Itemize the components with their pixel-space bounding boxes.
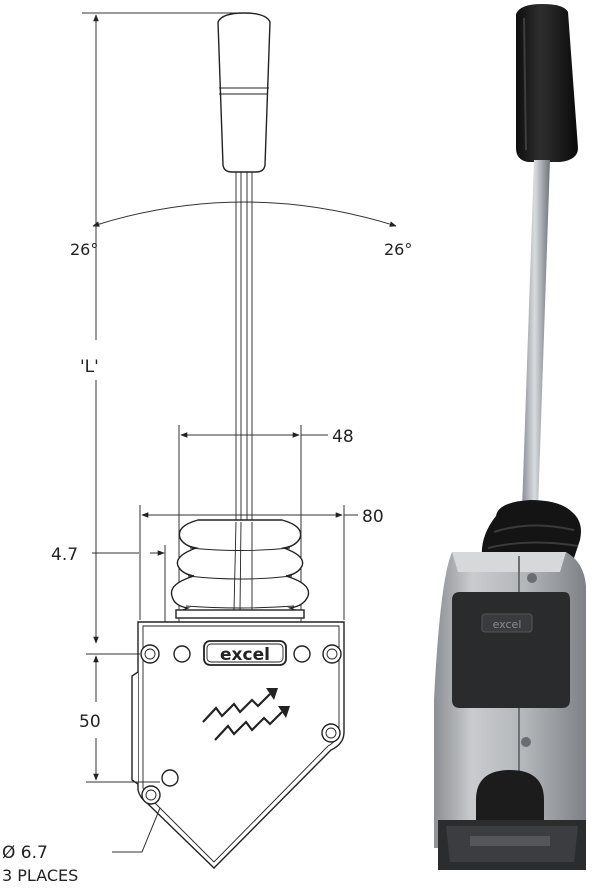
housing-side-lip — [131, 671, 139, 785]
angle-left-label: 26° — [70, 240, 98, 259]
hole-dia-label: Ø 6.7 — [2, 843, 48, 863]
through-hole — [173, 645, 191, 663]
angle-arc — [92, 201, 397, 227]
hole-count-label: 3 PLACES — [2, 866, 78, 885]
knob-highlight — [523, 17, 527, 151]
technical-drawing: 'L' 26° 26° 48 80 4.7 — [2, 12, 412, 885]
photo-shaft — [522, 160, 550, 510]
photo-brand-text: excel — [493, 618, 522, 631]
mounting-hole — [140, 644, 160, 664]
mounting-hole — [321, 723, 341, 743]
width48-label: 48 — [332, 427, 354, 447]
offset-label: 4.7 — [51, 545, 78, 565]
mounting-hole — [141, 785, 161, 805]
photo-screw — [521, 737, 531, 747]
photo-knob — [516, 4, 578, 162]
length-label: 'L' — [80, 357, 99, 377]
photo-base-slot — [470, 836, 550, 846]
housing-top-face — [452, 552, 566, 572]
boot-fold — [487, 541, 579, 549]
width80-label: 80 — [362, 507, 384, 527]
brand-plate-inner — [206, 643, 284, 663]
height50-label: 50 — [79, 712, 101, 732]
drawing-housing — [137, 621, 345, 869]
hole-callout-leader — [112, 807, 161, 853]
drawing-brand-text: excel — [220, 645, 270, 665]
mounting-hole — [322, 644, 342, 664]
drawing-knob — [217, 12, 271, 173]
boot-fold — [493, 524, 575, 533]
through-hole — [293, 645, 311, 663]
through-hole — [161, 769, 179, 787]
drawing-brand-plate — [203, 640, 287, 666]
angle-right-label: 26° — [384, 240, 412, 259]
product-photo: excel — [434, 4, 586, 870]
photo-front-panel — [452, 592, 570, 708]
photo-brand-plate — [481, 613, 533, 633]
zigzag-arrows-logo — [202, 688, 290, 741]
photo-screw — [527, 573, 537, 583]
drawing-boot — [170, 519, 310, 619]
